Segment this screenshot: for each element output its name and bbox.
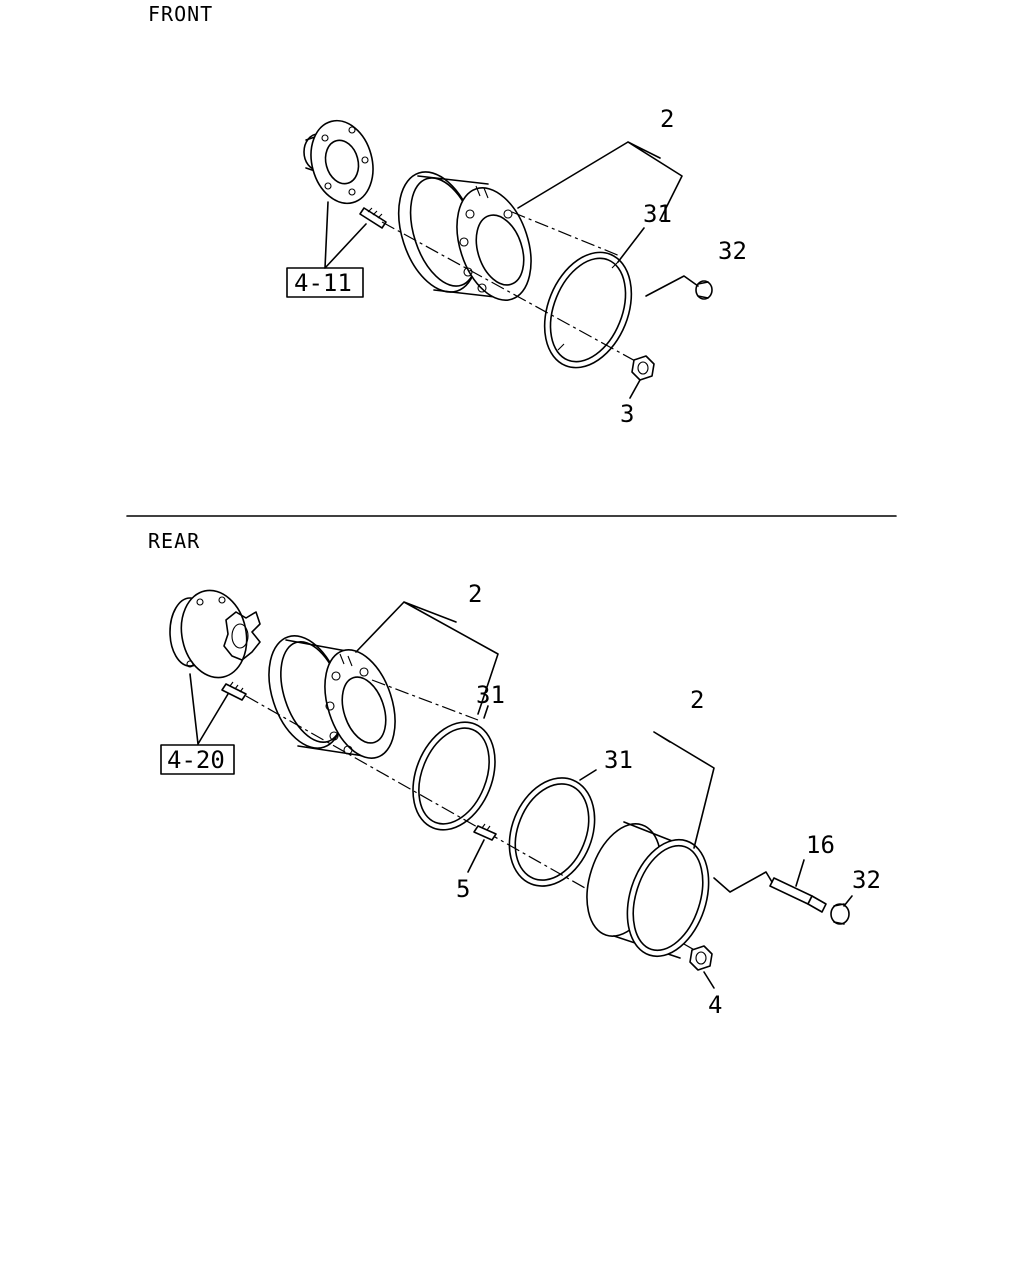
rear-inner-ring-leader — [483, 705, 489, 719]
rear-valve-extension — [769, 877, 827, 913]
front-wheel-leader — [517, 141, 683, 221]
rear-nut-callout: 4 — [708, 991, 722, 1019]
front-axis-line-2 — [511, 211, 621, 257]
front-cap — [695, 280, 713, 300]
rear-inner-wheel-leader — [355, 601, 499, 715]
front-nut-callout: 3 — [620, 400, 634, 428]
rear-extension-callout: 16 — [806, 831, 835, 859]
rear-outer-wheel-leader — [653, 731, 715, 849]
front-ref-hub-box — [286, 267, 364, 298]
rear-stud-callout: 5 — [456, 875, 470, 903]
rear-hub-drawing — [169, 589, 261, 679]
front-wheel-callout: 2 — [660, 105, 674, 133]
front-lock-ring — [543, 251, 633, 369]
front-nut-leader — [629, 379, 641, 399]
rear-axis-line-2 — [371, 679, 479, 721]
rear-stud — [473, 823, 497, 841]
front-ref-hub-label: 4-11 — [294, 269, 352, 297]
rear-ref-hub-box — [160, 744, 235, 775]
rear-outer-wheel-callout: 2 — [690, 686, 704, 714]
front-ring-callout: 31 — [643, 200, 672, 228]
rear-outer-lock-ring — [508, 777, 596, 887]
front-hub-drawing — [303, 119, 374, 205]
front-hub-stud — [359, 207, 387, 229]
rear-cap — [830, 903, 850, 925]
front-cap-leader — [645, 275, 699, 297]
rear-ref-hub-label: 4-20 — [167, 746, 225, 774]
rear-inner-wheel-callout: 2 — [468, 580, 482, 608]
front-cap-callout: 32 — [718, 237, 747, 265]
front-axis-line — [381, 221, 649, 369]
rear-outer-ring-leader — [579, 769, 597, 781]
front-section-title: FRONT — [148, 2, 213, 26]
rear-section-title: REAR — [148, 529, 200, 553]
rear-outer-ring-callout: 31 — [604, 746, 633, 774]
rear-extension-leader — [795, 859, 805, 887]
front-ring-leader — [617, 227, 645, 263]
rear-inner-ring-callout: 31 — [476, 681, 505, 709]
front-ref-leader — [324, 201, 367, 269]
rear-stud-leader — [467, 839, 485, 873]
rear-hub-stud — [221, 681, 247, 701]
rear-nut-leader — [703, 971, 715, 989]
rear-ref-leader — [189, 673, 229, 745]
rear-cap-callout: 32 — [852, 866, 881, 894]
front-wheel-disc — [397, 171, 532, 301]
rear-extension-join-leader — [713, 871, 773, 893]
front-nut — [631, 355, 655, 381]
rear-outer-wheel-rim — [586, 821, 710, 959]
rear-inner-wheel-disc — [268, 635, 396, 759]
rear-inner-lock-ring — [412, 721, 496, 831]
rear-nut — [689, 945, 713, 971]
rear-cap-leader — [843, 895, 853, 907]
